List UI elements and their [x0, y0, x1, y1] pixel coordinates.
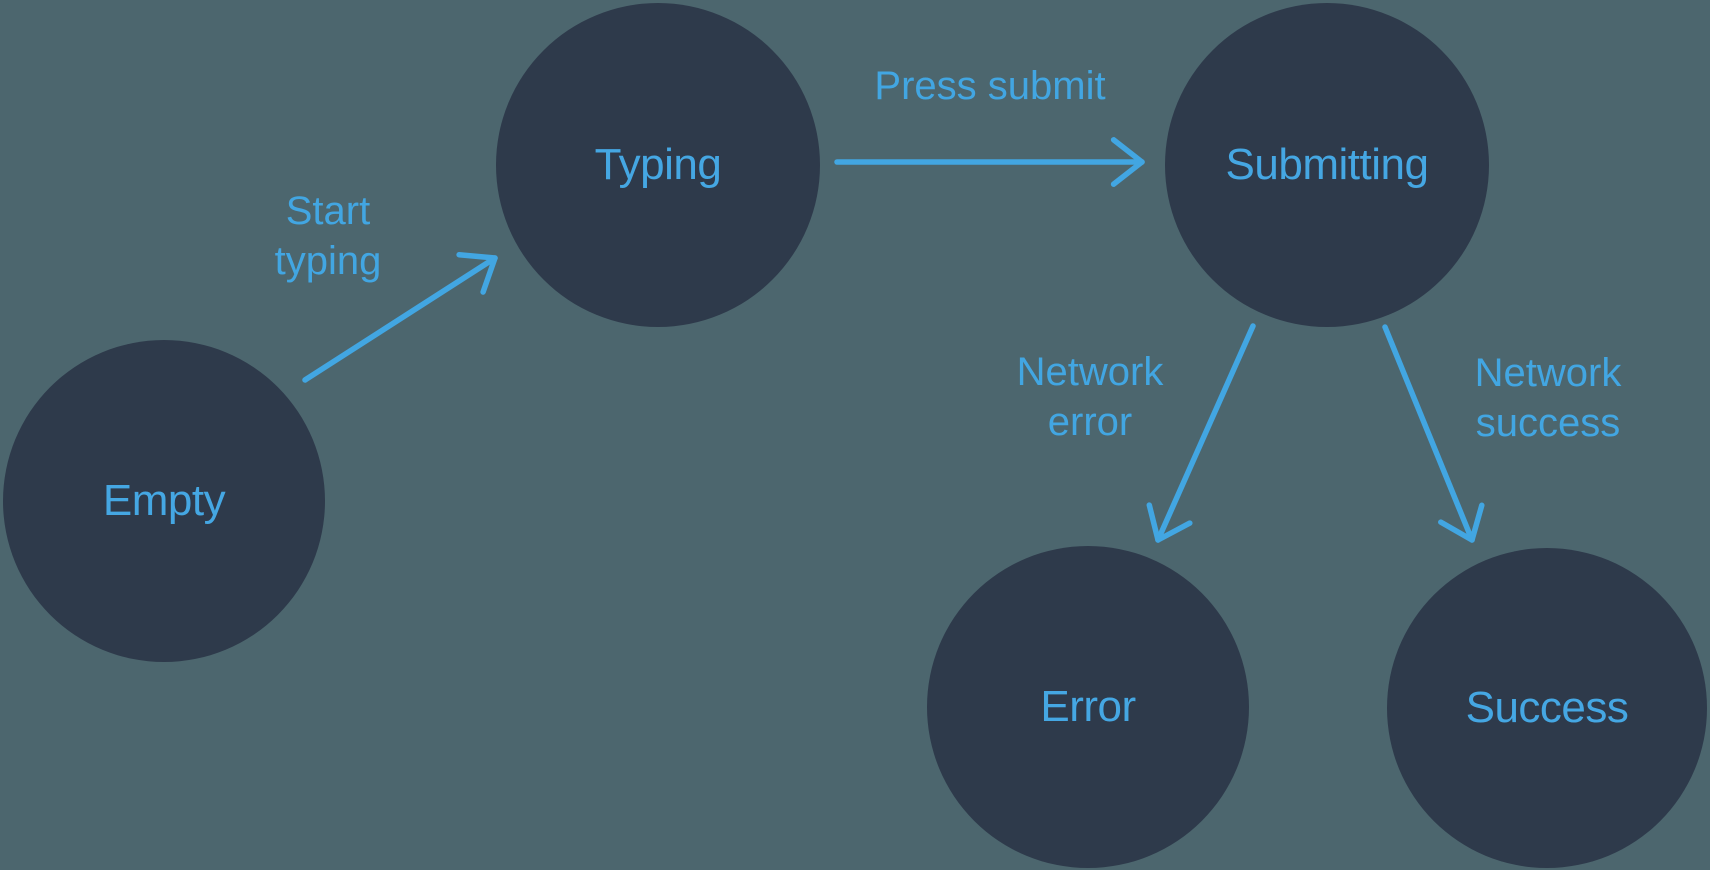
arrowhead-icon [1438, 502, 1485, 543]
transition-label-network-error: Network error [1016, 350, 1164, 444]
transition-arrow-press-submit [834, 137, 1145, 187]
transition-label-network-success: Network success [1474, 351, 1622, 445]
state-label-submitting: Submitting [1225, 140, 1429, 189]
state-node-empty: Empty [3, 340, 325, 662]
arrow-shaft [302, 255, 498, 383]
transition-arrow-network-error [1146, 323, 1256, 543]
state-node-error: Error [927, 546, 1249, 868]
transition-arrow-network-success [1382, 324, 1485, 543]
arrow-shaft [1155, 323, 1256, 543]
transition-label-start-typing: Start typing [274, 189, 382, 283]
state-node-submitting: Submitting [1165, 3, 1489, 327]
state-label-typing: Typing [594, 140, 722, 189]
arrowhead-icon [456, 251, 498, 295]
state-label-error: Error [1040, 682, 1136, 731]
state-label-success: Success [1465, 683, 1629, 732]
state-node-typing: Typing [496, 3, 820, 327]
state-label-empty: Empty [102, 476, 226, 525]
arrowhead-icon [1110, 137, 1145, 187]
arrow-shaft [1382, 324, 1475, 543]
arrowhead-icon [1146, 502, 1193, 543]
transition-label-press-submit: Press submit [874, 64, 1106, 108]
transition-arrow-start-typing [302, 251, 498, 383]
state-node-success: Success [1387, 548, 1707, 868]
